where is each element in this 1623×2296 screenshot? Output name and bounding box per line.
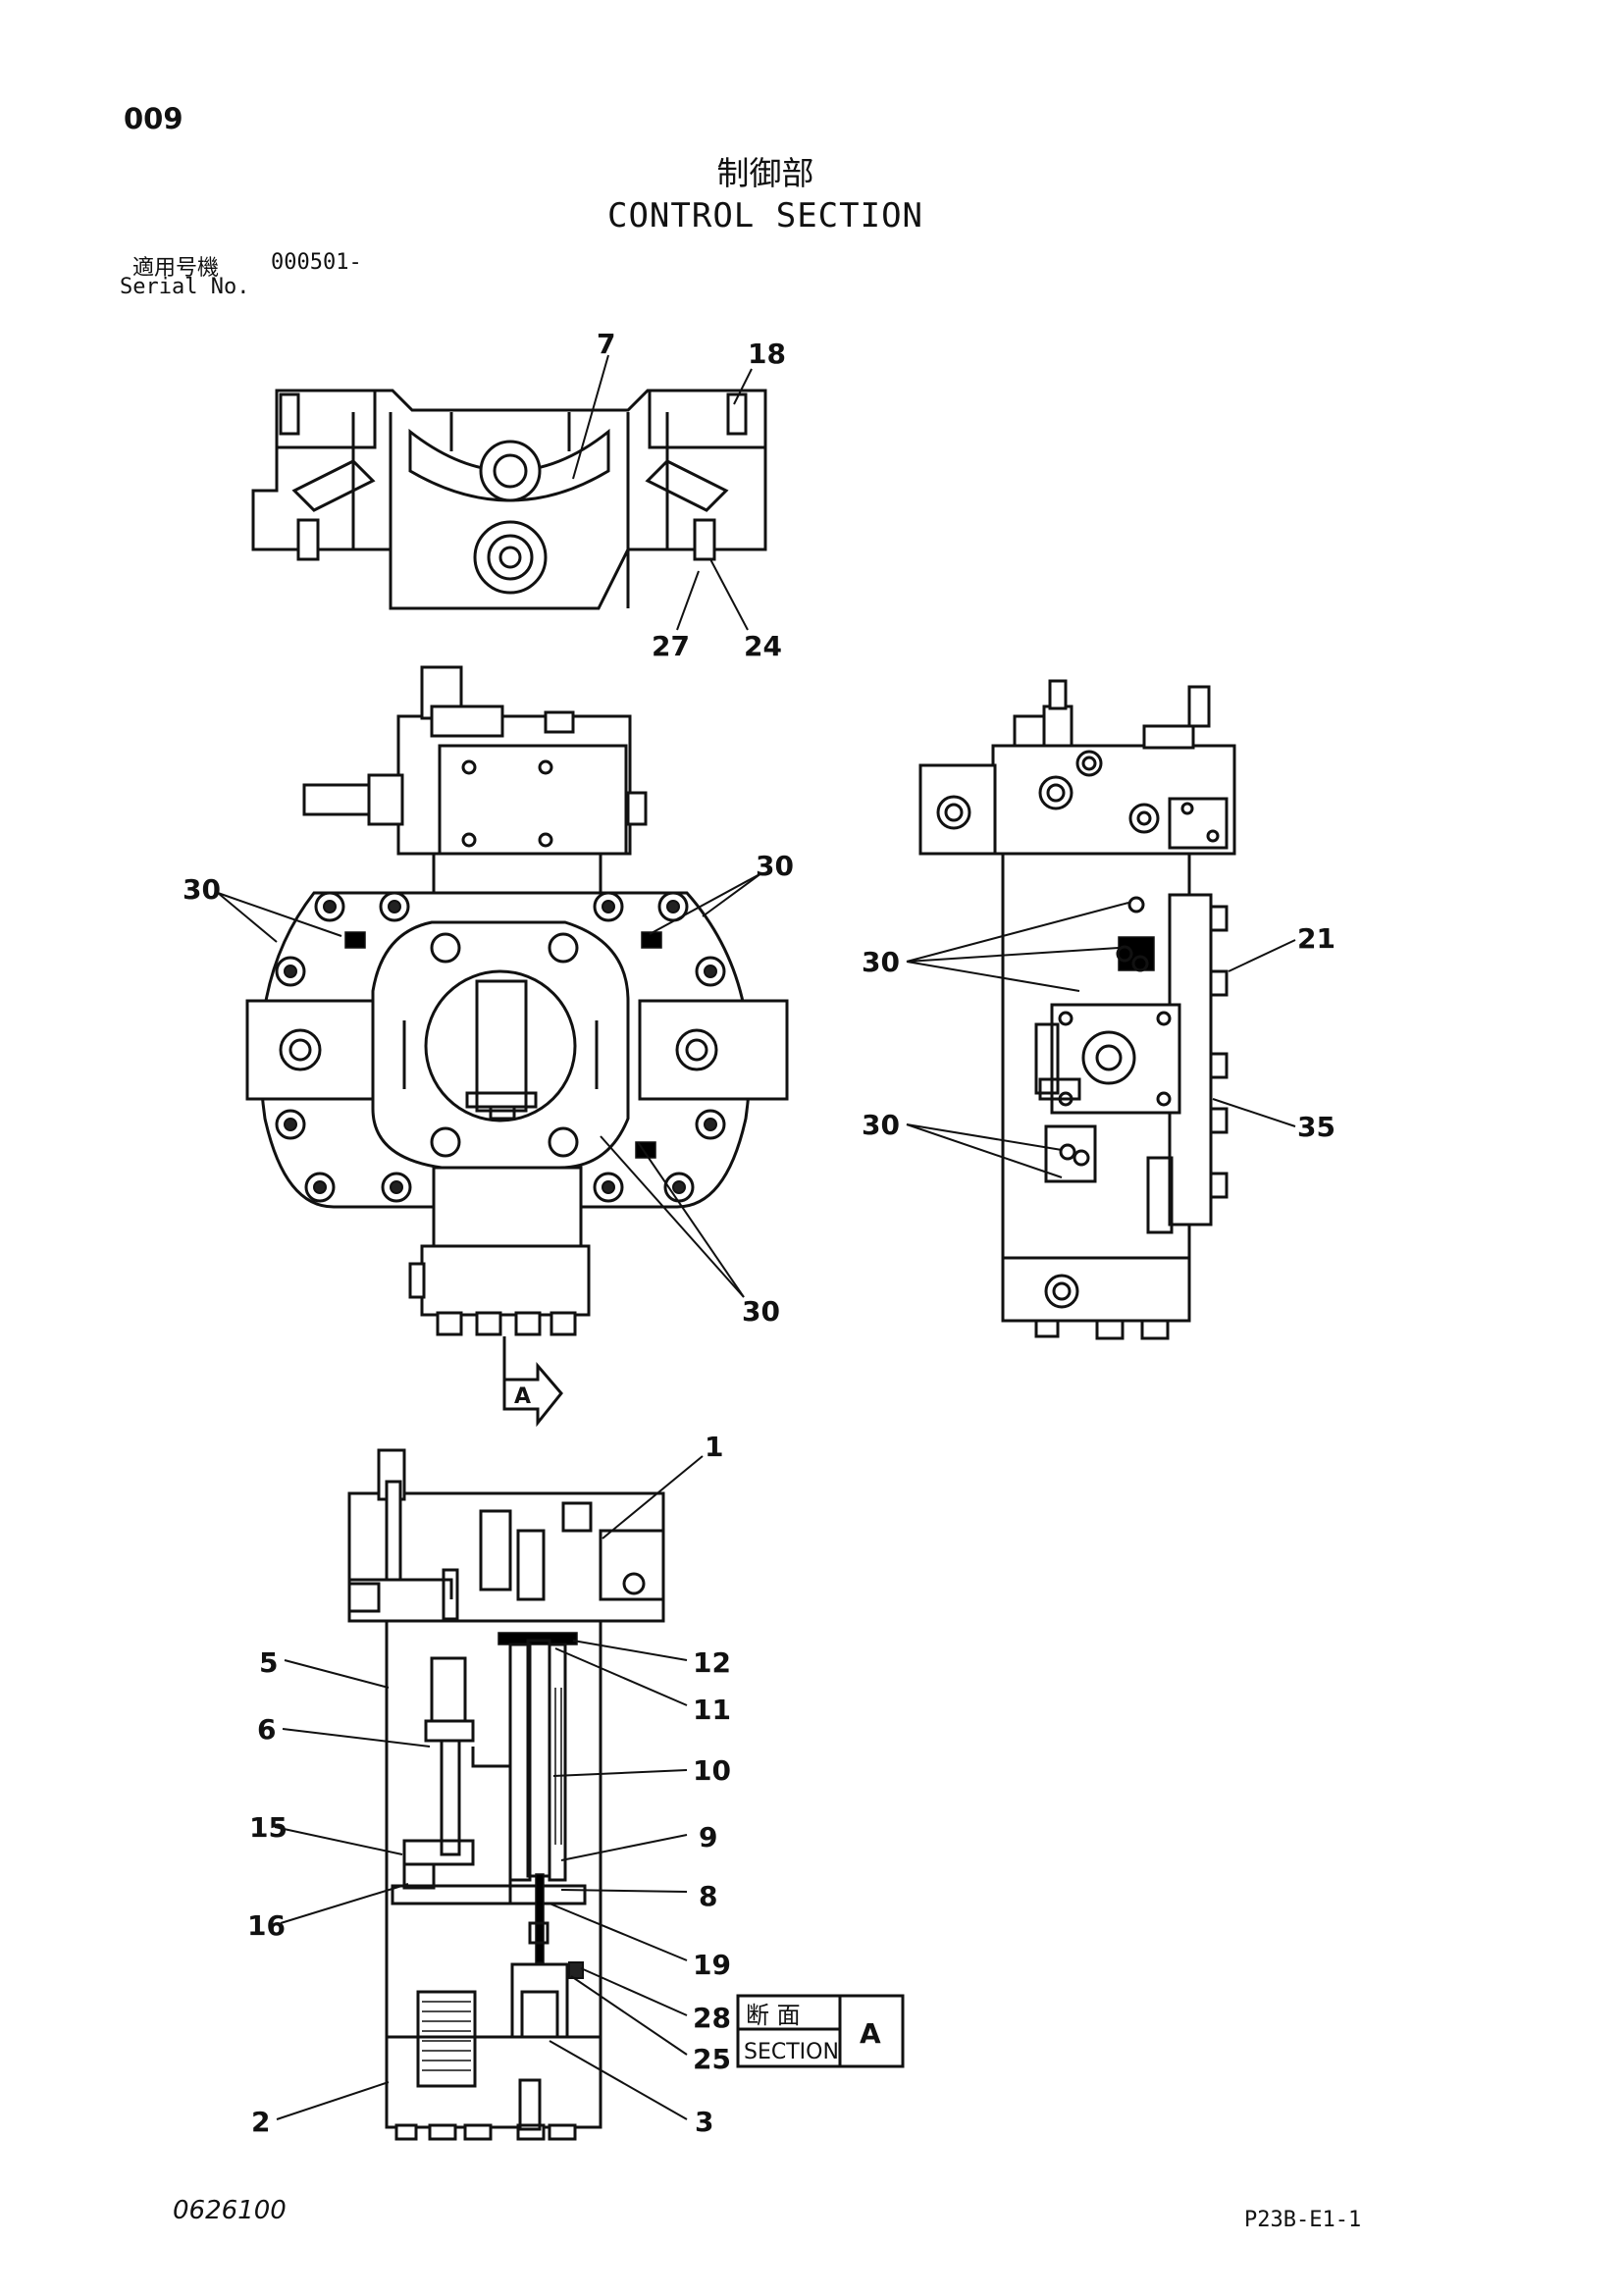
callout-10: 10	[693, 1754, 731, 1787]
serial-label-japanese: 適用号機	[132, 256, 220, 281]
page-title-japanese: 制御部	[716, 154, 814, 192]
view-arrow-label: A	[514, 1384, 531, 1409]
callout-25: 25	[693, 2043, 731, 2075]
callout-12: 12	[693, 1646, 731, 1679]
callout-24: 24	[744, 630, 782, 662]
callout-3: 3	[695, 2106, 713, 2138]
callout-30-left: 30	[183, 873, 221, 906]
callout-15: 15	[249, 1811, 288, 1844]
flange-bolts	[275, 891, 726, 1203]
callout-18: 18	[748, 338, 786, 370]
callout-labels: 7 18 27 24 30 30 30 A 30 21 30 35 1 5 12…	[183, 328, 1335, 2138]
serial-label: Serial No.	[120, 275, 250, 299]
callout-11: 11	[693, 1694, 731, 1726]
callout-7: 7	[597, 328, 615, 360]
section-label-box: 断 面 SECTION A	[736, 1994, 905, 2068]
serial-number-value: 000501-	[271, 250, 362, 275]
section-view	[347, 1448, 665, 2141]
leader-lines	[217, 354, 1296, 2120]
callout-27: 27	[652, 630, 690, 662]
callout-30-side-upper: 30	[862, 946, 900, 978]
callout-1: 1	[705, 1431, 723, 1463]
top-view	[251, 389, 767, 610]
callout-2: 2	[251, 2106, 270, 2138]
callout-21: 21	[1297, 922, 1335, 955]
callout-19: 19	[693, 1949, 731, 1981]
section-label: SECTION	[744, 2040, 839, 2064]
callout-30-right: 30	[756, 850, 794, 882]
callout-30-bottom: 30	[742, 1295, 780, 1328]
callout-35: 35	[1297, 1111, 1335, 1143]
sheet-code: P23B-E1-1	[1244, 2208, 1362, 2232]
callout-9: 9	[699, 1821, 717, 1853]
page-title: CONTROL SECTION	[606, 196, 924, 235]
callout-28: 28	[693, 2002, 731, 2034]
callout-30-side-lower: 30	[862, 1109, 900, 1141]
callout-6: 6	[257, 1713, 276, 1746]
front-view	[245, 665, 789, 1428]
drawing-code: 0626100	[173, 2196, 287, 2225]
section-id: A	[860, 2017, 881, 2050]
callout-5: 5	[259, 1646, 278, 1679]
page-number: 009	[124, 102, 183, 135]
section-label-japanese: 断 面	[746, 2002, 801, 2029]
callout-8: 8	[699, 1880, 717, 1912]
callout-16: 16	[247, 1909, 286, 1942]
side-view	[918, 679, 1236, 1340]
